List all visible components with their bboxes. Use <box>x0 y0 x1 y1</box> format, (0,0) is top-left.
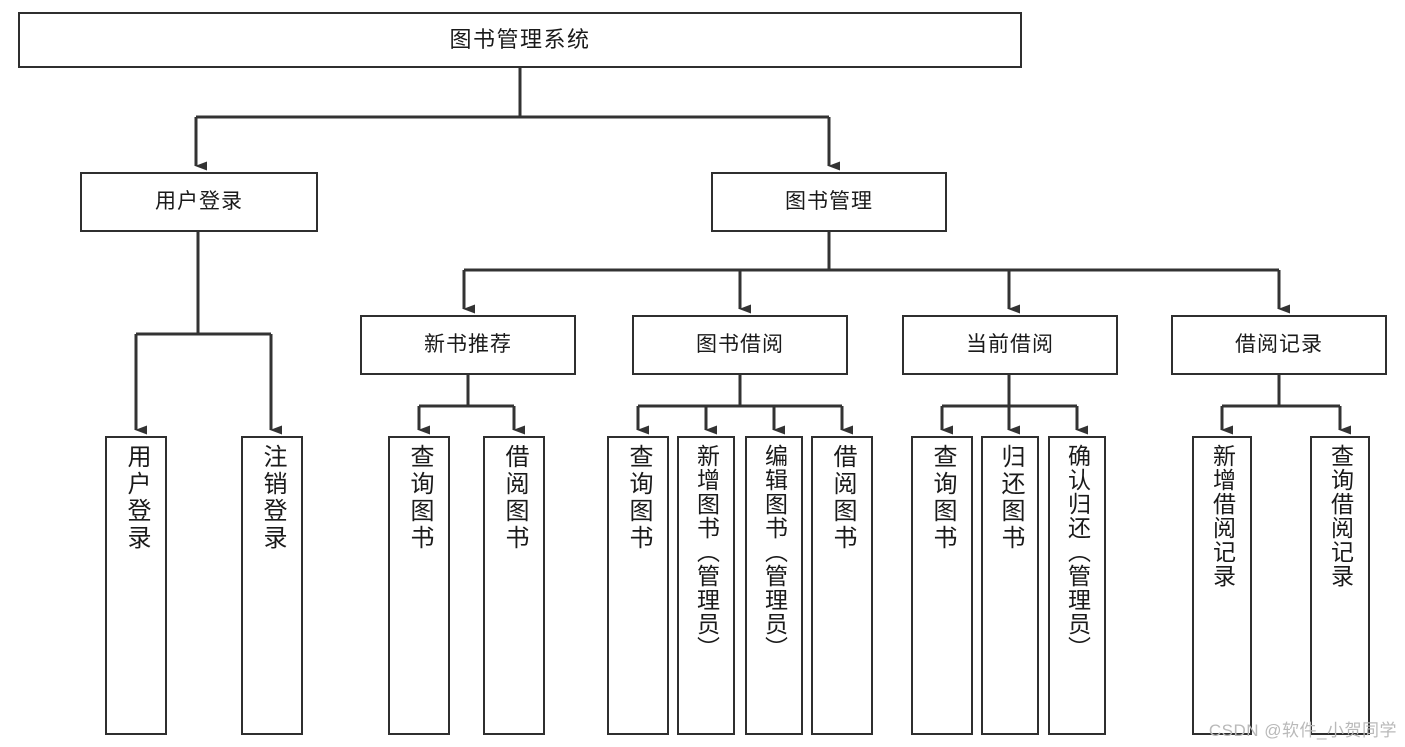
node-borrow-record[interactable]: 借阅记录 <box>1171 315 1387 375</box>
node-label: 新书推荐 <box>424 333 512 357</box>
node-label: 借阅图书 <box>501 444 528 552</box>
node-label: 图书管理 <box>785 190 873 214</box>
leaf-borrow-book[interactable]: 借阅图书 <box>811 436 873 735</box>
node-label: 新增借阅记录 <box>1209 444 1236 588</box>
leaf-add-book-admin[interactable]: 新增图书（管理员） <box>677 436 735 735</box>
leaf-return-book[interactable]: 归还图书 <box>981 436 1039 735</box>
leaf-edit-book-admin[interactable]: 编辑图书（管理员） <box>745 436 803 735</box>
node-label: 新增图书（管理员） <box>693 444 720 660</box>
node-user-login[interactable]: 用户登录 <box>80 172 318 232</box>
node-label: 查询图书 <box>929 444 956 552</box>
node-label: 归还图书 <box>997 444 1024 552</box>
node-label: 查询图书 <box>625 444 652 552</box>
node-label: 图书借阅 <box>696 333 784 357</box>
leaf-confirm-return-admin[interactable]: 确认归还（管理员） <box>1048 436 1106 735</box>
leaf-query-book-borrow[interactable]: 查询图书 <box>607 436 669 735</box>
node-current-borrow[interactable]: 当前借阅 <box>902 315 1118 375</box>
node-book-management[interactable]: 图书管理 <box>711 172 947 232</box>
leaf-user-login[interactable]: 用户登录 <box>105 436 167 735</box>
leaf-logout[interactable]: 注销登录 <box>241 436 303 735</box>
node-label: 注销登录 <box>259 444 286 552</box>
leaf-query-book-current[interactable]: 查询图书 <box>911 436 973 735</box>
node-label: 图书管理系统 <box>449 26 591 52</box>
node-label: 用户登录 <box>123 444 150 552</box>
leaf-query-book-recommend[interactable]: 查询图书 <box>388 436 450 735</box>
leaf-query-borrow-record[interactable]: 查询借阅记录 <box>1310 436 1370 735</box>
node-root-book-management-system[interactable]: 图书管理系统 <box>18 12 1022 68</box>
node-new-book-recommend[interactable]: 新书推荐 <box>360 315 576 375</box>
node-label: 确认归还（管理员） <box>1064 444 1091 660</box>
node-label: 用户登录 <box>155 190 243 214</box>
node-book-borrow[interactable]: 图书借阅 <box>632 315 848 375</box>
node-label: 借阅记录 <box>1235 333 1323 357</box>
leaf-add-borrow-record[interactable]: 新增借阅记录 <box>1192 436 1252 735</box>
node-label: 当前借阅 <box>966 333 1054 357</box>
node-label: 查询图书 <box>406 444 433 552</box>
node-label: 编辑图书（管理员） <box>761 444 788 660</box>
node-label: 查询借阅记录 <box>1327 444 1354 588</box>
node-label: 借阅图书 <box>829 444 856 552</box>
leaf-borrow-book-recommend[interactable]: 借阅图书 <box>483 436 545 735</box>
